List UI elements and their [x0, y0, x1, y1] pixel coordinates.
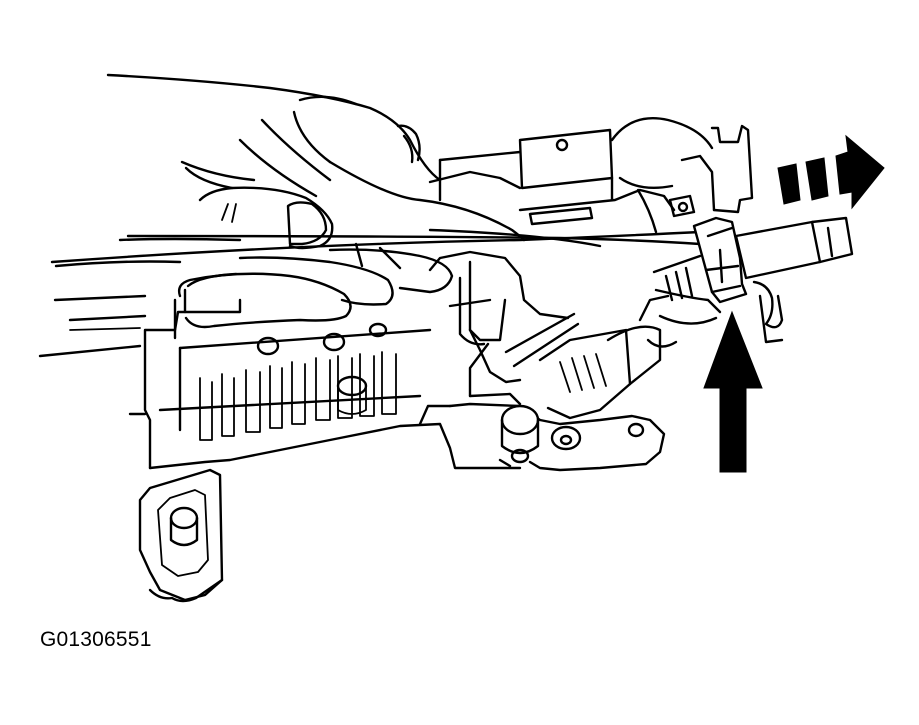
figure-code: G01306551 — [40, 628, 152, 651]
column-mechanism — [428, 117, 754, 234]
lower-housing — [38, 288, 522, 603]
hand — [54, 73, 526, 329]
solid-up-arrow-icon — [703, 310, 763, 473]
dashed-right-arrow-icon — [777, 134, 885, 210]
screwdriver — [50, 216, 854, 348]
lever-bracket — [418, 250, 670, 472]
